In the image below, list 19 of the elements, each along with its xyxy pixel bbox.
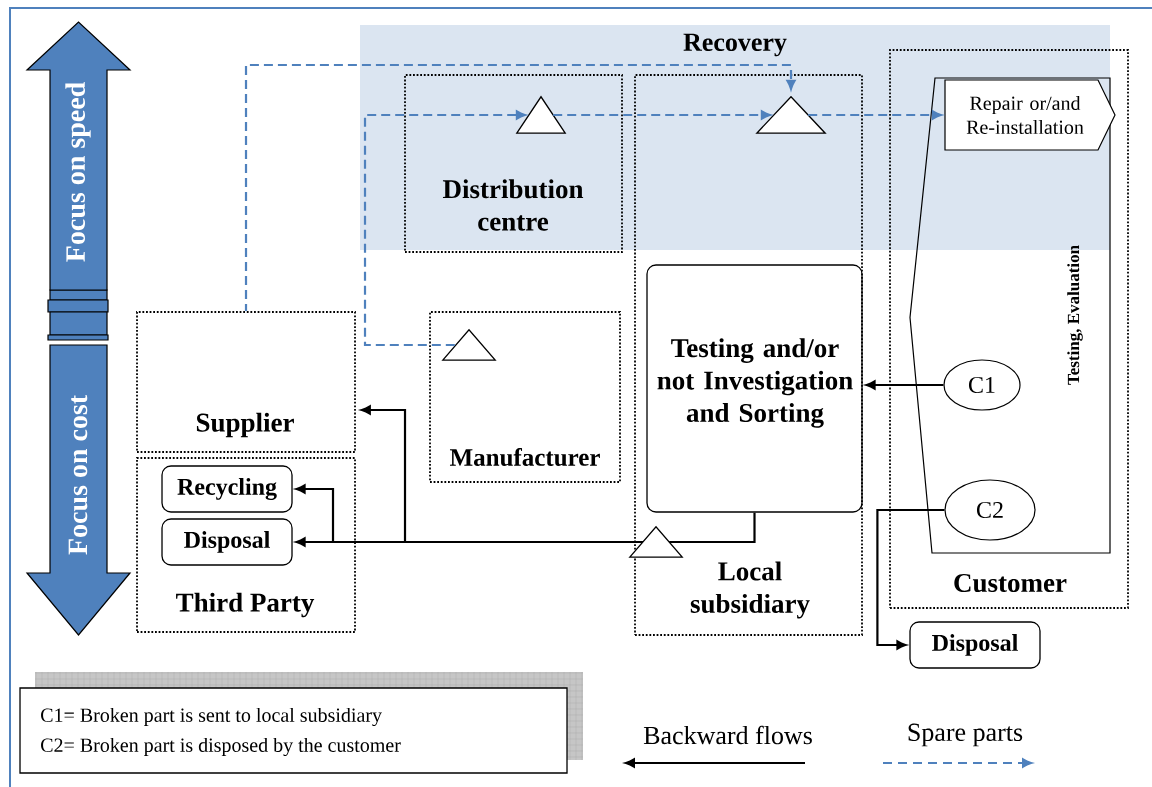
- legend-label: Backward flows: [643, 725, 812, 745]
- supplier-box: Supplier: [136, 311, 356, 453]
- process-box: Disposal: [161, 518, 293, 566]
- distribution-box: Distribution centre: [404, 74, 623, 253]
- arrow: [808, 110, 942, 120]
- arrow: [876, 508, 945, 650]
- process-box: Disposal: [909, 621, 1041, 669]
- note-box: C1= Broken part is sent to local subsidiary C2= Broken part is disposed by the customer: [19, 687, 568, 774]
- arrow: [553, 110, 771, 120]
- connector-line: [669, 512, 756, 544]
- arrow: [244, 63, 796, 312]
- arrow: [865, 380, 944, 390]
- legend-label: Spare parts: [908, 723, 1023, 747]
- manufacturer-box: Manufacturer: [429, 311, 621, 483]
- process-box: Testing and/or not Investigation and Sorting: [646, 264, 863, 513]
- process-box: Recycling: [161, 465, 293, 513]
- arrow: [363, 110, 526, 347]
- arrow: [360, 405, 643, 544]
- region-label: Recovery: [683, 33, 787, 57]
